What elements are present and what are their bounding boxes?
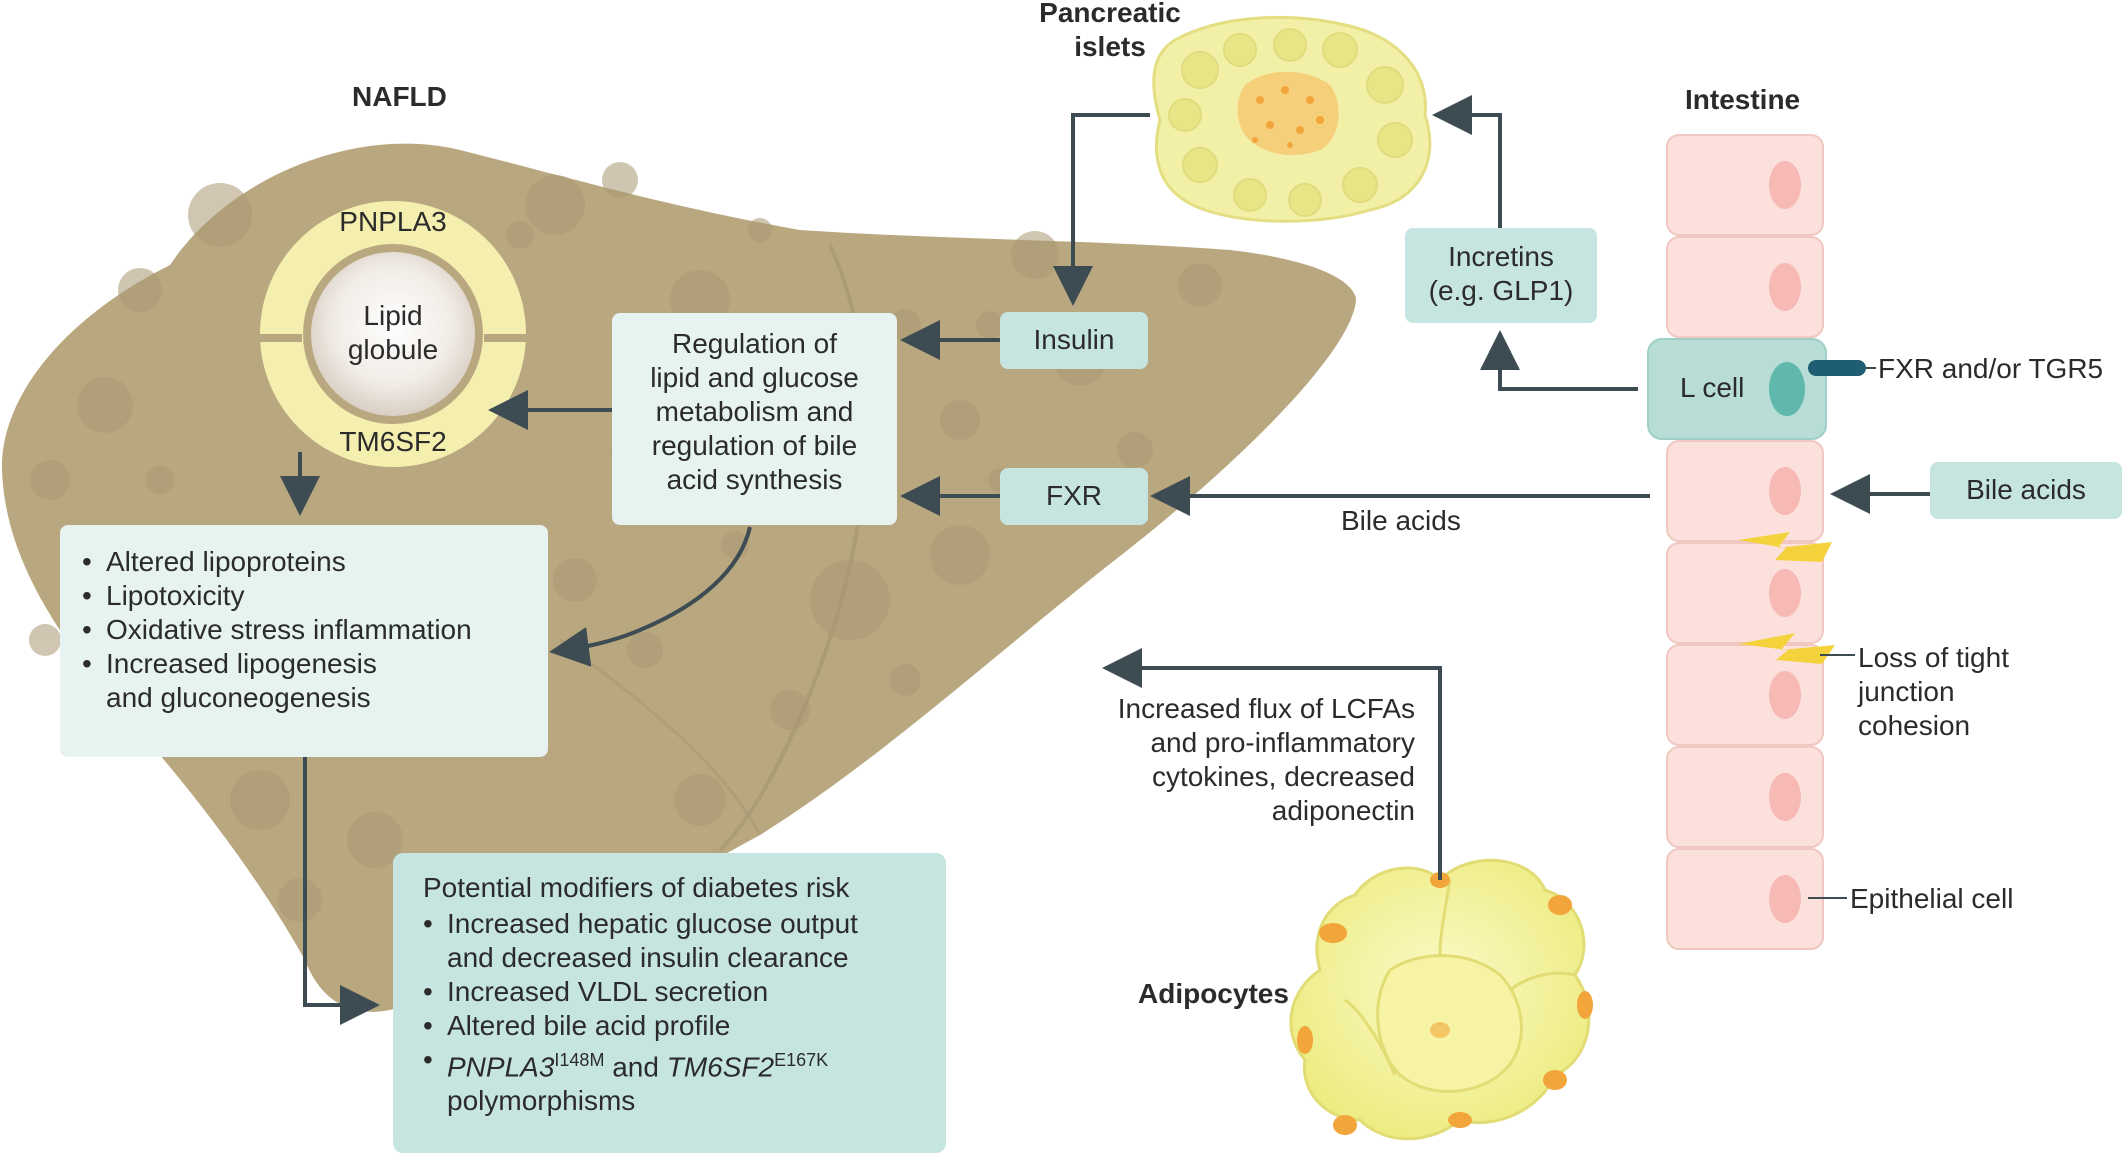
arrows <box>280 95 1930 1025</box>
fxr-tgr5-label: FXR and/or TGR5 <box>1878 353 2104 384</box>
pnpla3-gene: PNPLA3 <box>447 1051 555 1083</box>
fxr-box: FXR <box>1000 468 1148 525</box>
epithelial-cell-label: Epithelial cell <box>1850 883 2014 914</box>
tight-junction-line: Loss of tight <box>1858 642 2009 673</box>
islets-title-line: islets <box>1074 31 1146 62</box>
tight-junction-line: junction <box>1858 676 1955 707</box>
leader-lines <box>1808 367 1876 899</box>
adipocyte-cluster <box>1289 858 1593 1141</box>
tm6sf2-gene: TM6SF2 <box>666 1051 775 1083</box>
modifiers-heading: Potential modifiers of diabetes risk <box>423 872 850 903</box>
lipid-word: Lipid <box>363 300 423 331</box>
pancreatic-islet <box>1152 15 1432 223</box>
modifier-item: Altered bile acid profile <box>423 1009 946 1043</box>
effect-item-continuation: and gluconeogenesis <box>106 682 371 713</box>
modifier-item-continuation: and decreased insulin clearance <box>447 942 849 973</box>
incretins-line: Incretins <box>1448 241 1554 272</box>
regulation-box: Regulation of lipid and glucose metaboli… <box>612 313 897 525</box>
incretins-box: Incretins (e.g. GLP1) <box>1405 228 1597 323</box>
polymorphisms-word: polymorphisms <box>447 1085 636 1117</box>
modifiers-list-cont: Increased VLDL secretion Altered bile ac… <box>423 975 946 1084</box>
flux-line: adiponectin <box>1271 795 1415 826</box>
modifier-item: Increased VLDL secretion <box>423 975 946 1009</box>
lightning-icon <box>1738 532 1835 664</box>
regulation-line: Regulation of <box>671 328 837 359</box>
flux-line: and pro-inflammatory <box>1150 727 1415 758</box>
adipocyte-flux-label: Increased flux of LCFAs and pro-inflamma… <box>1040 692 1415 828</box>
lipid-droplet <box>253 201 534 467</box>
pnpla3-variant: I148M <box>554 1050 605 1070</box>
flux-line: Increased flux of LCFAs <box>1117 693 1415 724</box>
adipocytes-title: Adipocytes <box>1138 978 1289 1009</box>
flux-line: cytokines, decreased <box>1151 761 1415 792</box>
effect-item: Altered lipoproteins <box>82 545 548 579</box>
modifiers-list: Increased hepatic glucose output <box>423 907 946 941</box>
incretins-example-line: (e.g. GLP1) <box>1428 275 1574 306</box>
regulation-line: acid synthesis <box>666 464 843 495</box>
bile-acids-arrow-label: Bile acids <box>1341 505 1461 536</box>
hepatic-effects-list: Altered lipoproteins Lipotoxicity Oxidat… <box>82 545 548 681</box>
tight-junction-label: Loss of tight junction cohesion <box>1858 641 2009 743</box>
intestine-title: Intestine <box>1685 84 1801 115</box>
effect-item: Lipotoxicity <box>82 579 548 613</box>
effect-item: Oxidative stress inflammation <box>82 613 548 647</box>
modifier-item: Increased hepatic glucose output <box>423 907 946 941</box>
l-cell <box>1647 338 1827 440</box>
regulation-line: metabolism and <box>655 396 854 427</box>
tight-junction-line: cohesion <box>1858 710 1971 741</box>
pancreatic-islets-title: Pancreatic islets <box>1020 0 1200 64</box>
intestine-column <box>1666 134 1824 950</box>
regulation-line: regulation of bile <box>651 430 858 461</box>
pnpla3-label: PNPLA3 <box>339 206 447 237</box>
bile-acids-box: Bile acids <box>1930 462 2122 519</box>
l-cell-label: L cell <box>1680 372 1745 403</box>
tm6sf2-label: TM6SF2 <box>339 426 447 457</box>
pancreatic-title-line: Pancreatic <box>1039 0 1181 28</box>
regulation-line: lipid and glucose <box>650 362 859 393</box>
tm6sf2-variant: E167K <box>774 1050 829 1070</box>
hepatic-effects-box: Altered lipoproteins Lipotoxicity Oxidat… <box>60 525 548 757</box>
polymorphism-item: PNPLA3I148M and TM6SF2E167K <box>423 1043 946 1084</box>
nafld-title: NAFLD <box>352 81 447 112</box>
insulin-box: Insulin <box>1000 312 1148 369</box>
effect-item: Increased lipogenesis <box>82 647 548 681</box>
and-word: and <box>604 1051 667 1083</box>
receptor-icon <box>1808 360 1866 376</box>
lipid-globule-label: Lipid globule <box>323 299 463 367</box>
globule-word: globule <box>347 334 439 365</box>
diabetes-modifiers-box: Potential modifiers of diabetes risk Inc… <box>393 853 946 1153</box>
